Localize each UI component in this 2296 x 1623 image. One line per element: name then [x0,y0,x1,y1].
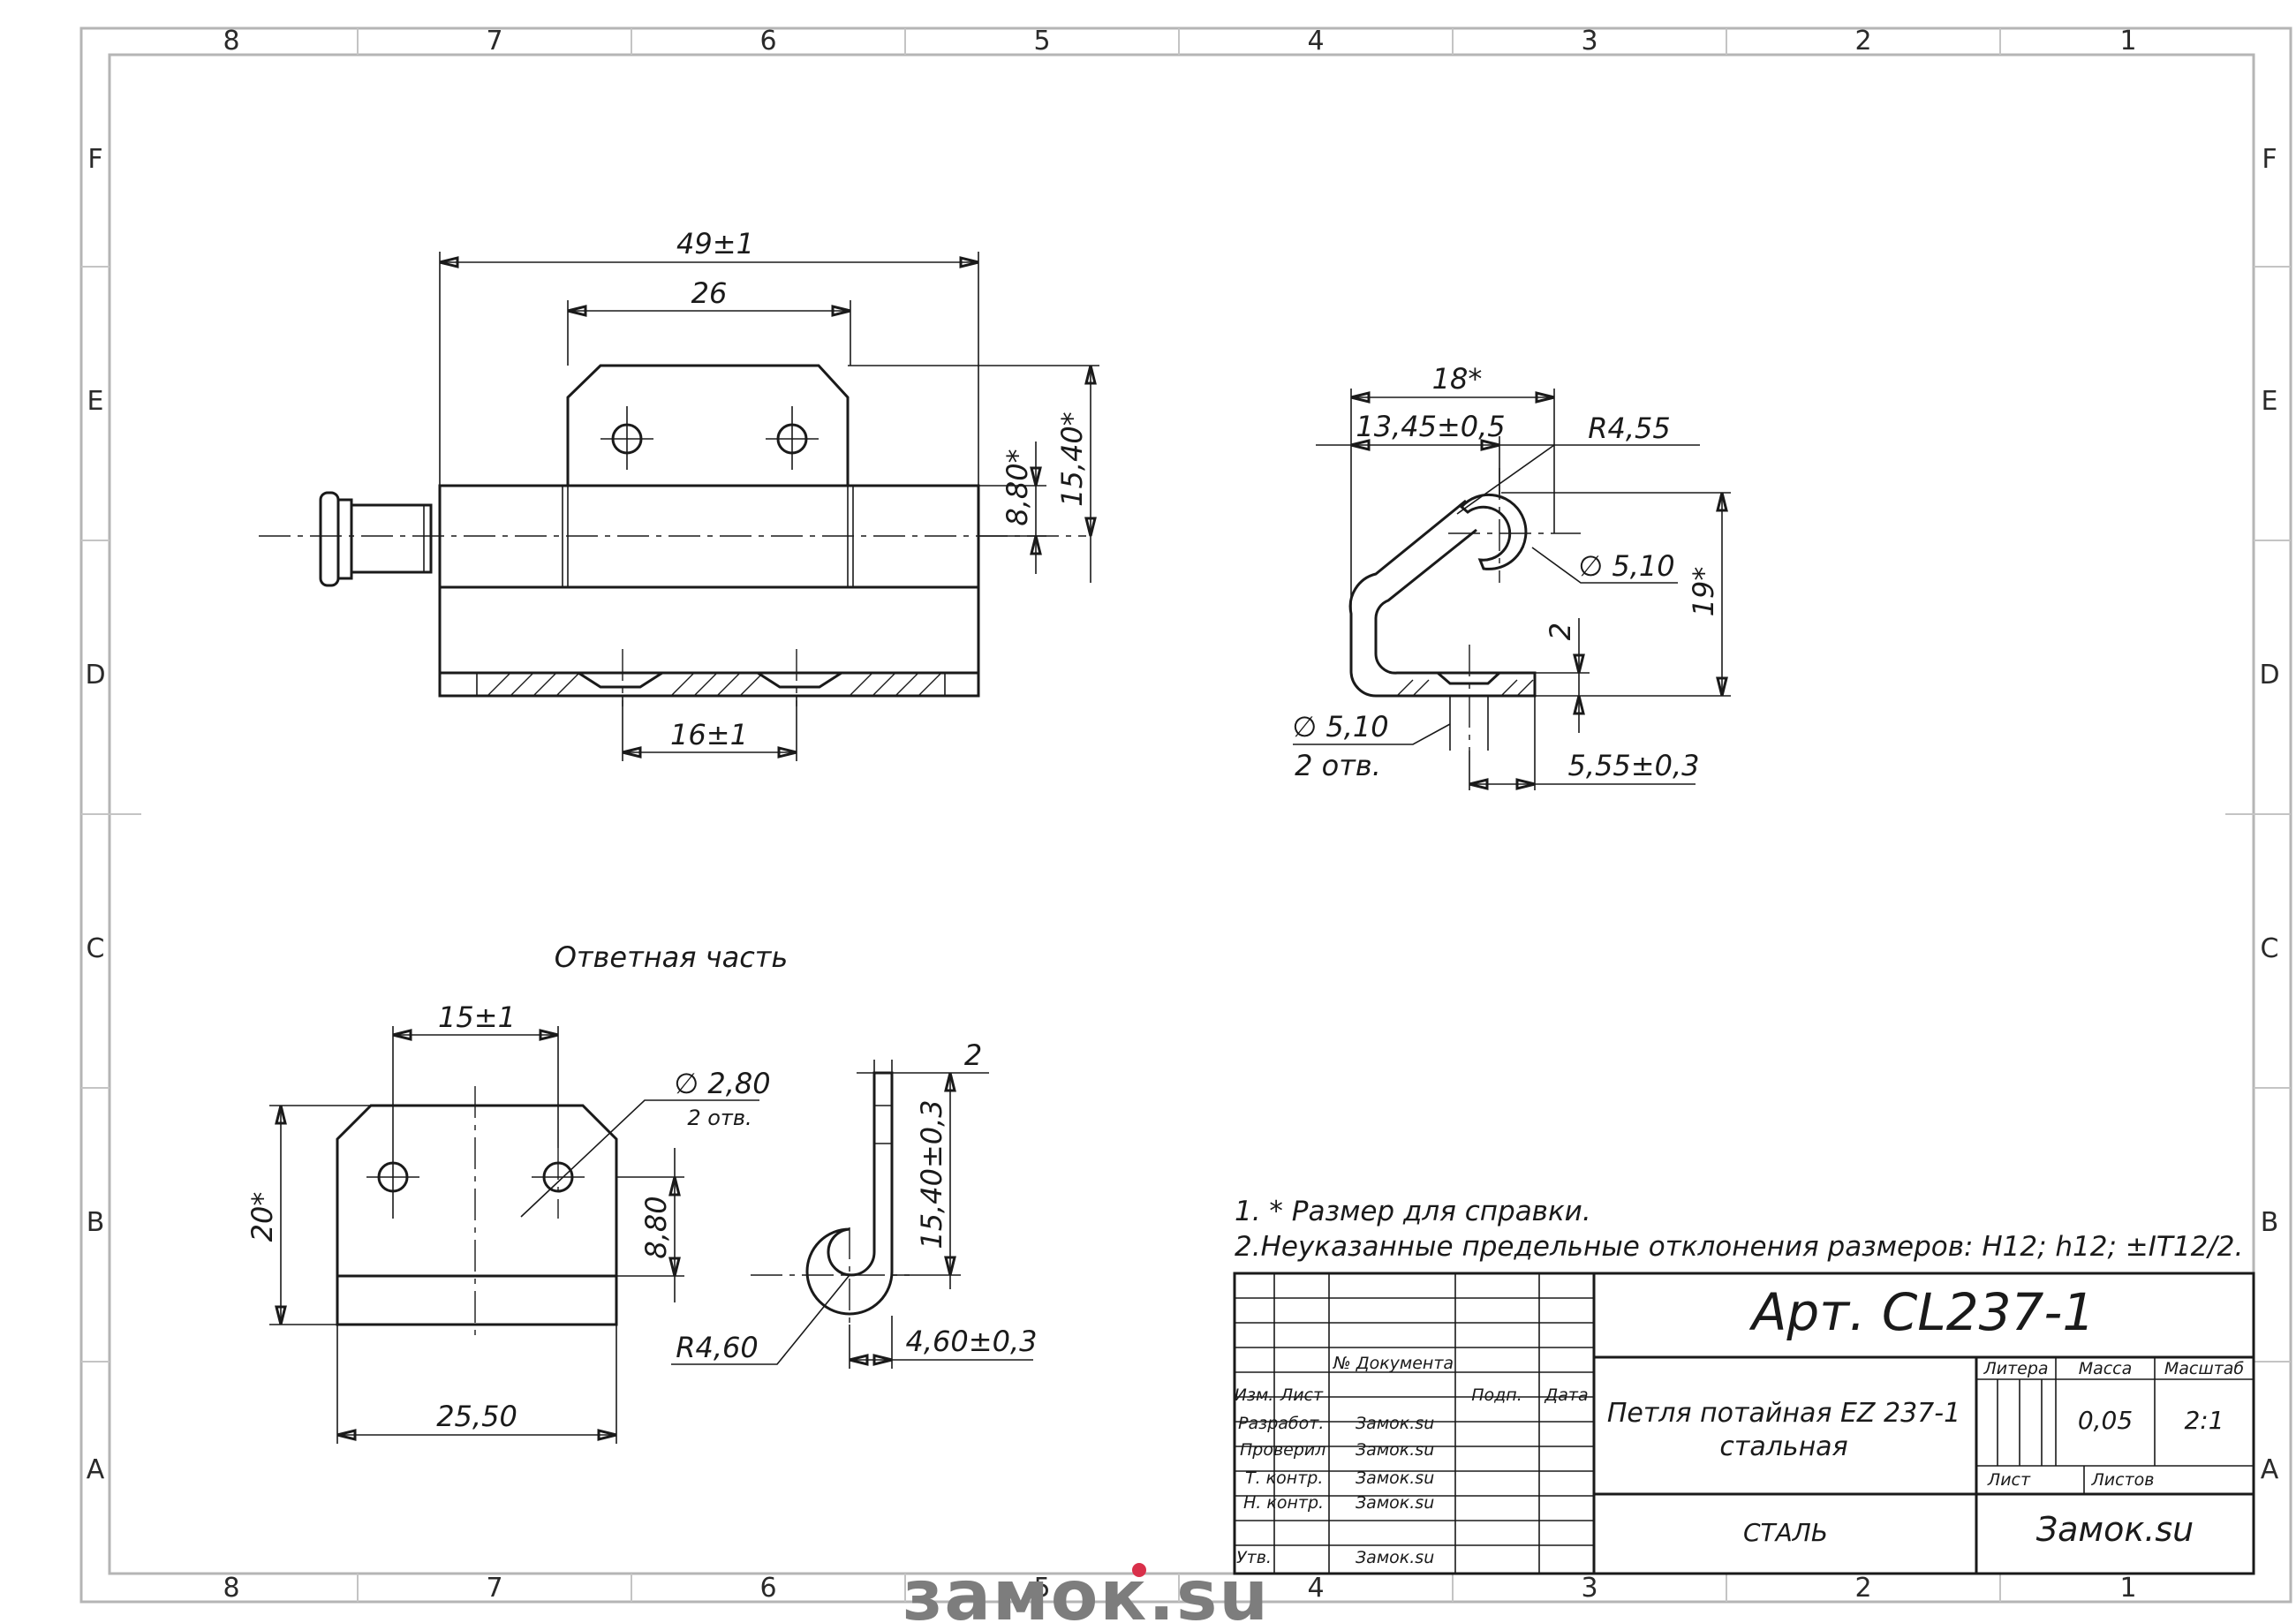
zone-col-7-bottom: 7 [486,1573,502,1604]
zone-col-4: 4 [1307,26,1324,57]
view-counterpart: Ответная часть 15±1 ∅ 2,80 2 отв. 20* 8,… [245,940,1037,1444]
tb-author-utv: Замок.su [1356,1548,1434,1567]
brand-logo: замок.su [903,1557,1270,1623]
zone-row-D: D [85,660,105,691]
dim-height2-ref: 15,40* [1055,411,1089,507]
note-1: 1. * Размер для справки. [1235,1196,1591,1227]
tb-material: СТАЛЬ [1743,1518,1828,1547]
dim-cp-thickness: 2 [964,1038,982,1072]
dim-height-ref: 8,80* [1001,449,1034,525]
zone-col-1: 1 [2119,26,2136,57]
title-block: Арт. CL237-1 № Документа Изм. Лист Подп.… [1233,1272,2255,1575]
tb-n-kontr: Н. контр. [1243,1493,1324,1513]
tb-sheet-label: Лист [1987,1470,2031,1490]
zone-row-A-right: A [2261,1454,2279,1485]
tb-doc-no-label: № Документа [1333,1354,1454,1373]
sheet-frame [79,26,2292,1604]
tb-author-n-kontr: Замок.su [1356,1493,1434,1513]
counterpart-title: Ответная часть [555,940,789,974]
zone-col-1-bottom: 1 [2119,1573,2136,1604]
dim-cp-hole-spacing: 15±1 [438,1000,516,1034]
dim-cp-height-ref: 20* [245,1192,279,1242]
dim-side-hole: ∅ 5,10 [1292,710,1388,744]
dim-cp-length: 15,40±0,3 [915,1099,948,1249]
article-number: Арт. CL237-1 [1748,1282,2096,1342]
zone-col-5-bottom: 5 [1033,1573,1050,1604]
zone-row-A: A [87,1454,105,1485]
zone-row-C: C [87,933,105,964]
logo-accent-mark [1132,1563,1146,1577]
view-front: 49±1 26 16±1 8,80* 15,40* [259,227,1099,761]
product-name-line2: стальная [1719,1431,1847,1462]
tb-scale-value: 2:1 [2184,1406,2224,1435]
dim-hole-spacing: 16±1 [670,718,748,751]
tb-utv: Утв. [1236,1548,1272,1567]
zone-row-B-right: B [2261,1207,2279,1238]
zone-row-D-right: D [2259,660,2279,691]
zone-col-5: 5 [1033,26,1050,57]
dim-cp-offset: 4,60±0,3 [906,1325,1038,1358]
tb-podp: Подп. [1471,1385,1522,1405]
zone-labels-bottom: 8 7 6 5 4 3 2 1 [223,1573,2136,1604]
dim-side-width-ref: 18* [1432,362,1483,396]
technical-notes: 1. * Размер для справки. 2.Неуказанные п… [1235,1196,2243,1263]
zone-labels-top: 8 7 6 5 4 3 2 1 [223,26,2136,57]
zone-row-F: F [87,144,102,175]
zone-row-E-right: E [2262,386,2278,417]
product-name-line1: Петля потайная EZ 237-1 [1607,1398,1960,1429]
dim-side-height-ref: 19* [1687,567,1720,617]
zone-labels-right: F E D C B A [2259,144,2279,1485]
tb-sheets-label: Листов [2091,1470,2155,1490]
dim-cp-hole-note: 2 отв. [687,1106,751,1130]
zone-col-4-bottom: 4 [1307,1573,1324,1604]
dim-side-radius: R4,55 [1588,411,1670,445]
zone-row-F-right: F [2262,144,2277,175]
dim-side-thickness: 2 [1544,623,1577,640]
dim-side-offset: 5,55±0,3 [1568,749,1700,782]
logo-text: замок.su [903,1557,1270,1623]
view-side: 18* 13,45±0,5 R4,55 ∅ 5,10 19* 2 ∅ 5,10 … [1292,362,1731,790]
tb-author-t-kontr: Замок.su [1356,1468,1434,1488]
zone-col-3-bottom: 3 [1581,1573,1597,1604]
tb-author-proveril: Замок.su [1356,1440,1434,1460]
tb-author-razrab: Замок.su [1356,1414,1434,1433]
zone-col-2: 2 [1854,26,1871,57]
zone-row-C-right: C [2261,933,2279,964]
tb-massa: Масса [2079,1359,2133,1378]
zone-col-6-bottom: 6 [759,1573,776,1604]
tb-mass-value: 0,05 [2078,1406,2133,1435]
tb-company: Замок.su [2036,1510,2194,1549]
dim-leaf-width: 26 [691,276,728,310]
zone-col-2-bottom: 2 [1854,1573,1871,1604]
dim-side-hole-note: 2 отв. [1295,749,1381,782]
zone-labels-left: F E D C B A [85,144,105,1485]
tb-razrab: Разработ. [1238,1414,1324,1433]
zone-col-6: 6 [759,26,776,57]
zone-col-8-bottom: 8 [223,1573,239,1604]
dim-cp-width: 25,50 [436,1400,517,1433]
zone-row-E: E [87,386,104,417]
zone-col-8: 8 [223,26,239,57]
tb-t-kontr: Т. контр. [1245,1468,1323,1488]
tb-litera: Литера [1983,1359,2048,1378]
zone-col-7: 7 [486,26,502,57]
tb-data: Дата [1544,1385,1588,1405]
tb-proveril: Проверил [1240,1440,1325,1460]
tb-izm: Изм. [1235,1385,1274,1405]
dim-side-width: 13,45±0,5 [1356,410,1505,443]
dim-side-pin: ∅ 5,10 [1578,549,1674,583]
dim-cp-hole-dia: ∅ 2,80 [674,1067,770,1100]
zone-row-B: B [87,1207,105,1238]
dim-cp-radius: R4,60 [676,1331,758,1364]
dim-cp-h: 8,80 [639,1196,673,1258]
dim-overall: 49±1 [676,227,754,260]
tb-masshtab: Масштаб [2164,1359,2245,1378]
tb-list: Лист [1280,1385,1324,1405]
zone-col-3: 3 [1581,26,1597,57]
note-2: 2.Неуказанные предельные отклонения разм… [1235,1231,2243,1263]
